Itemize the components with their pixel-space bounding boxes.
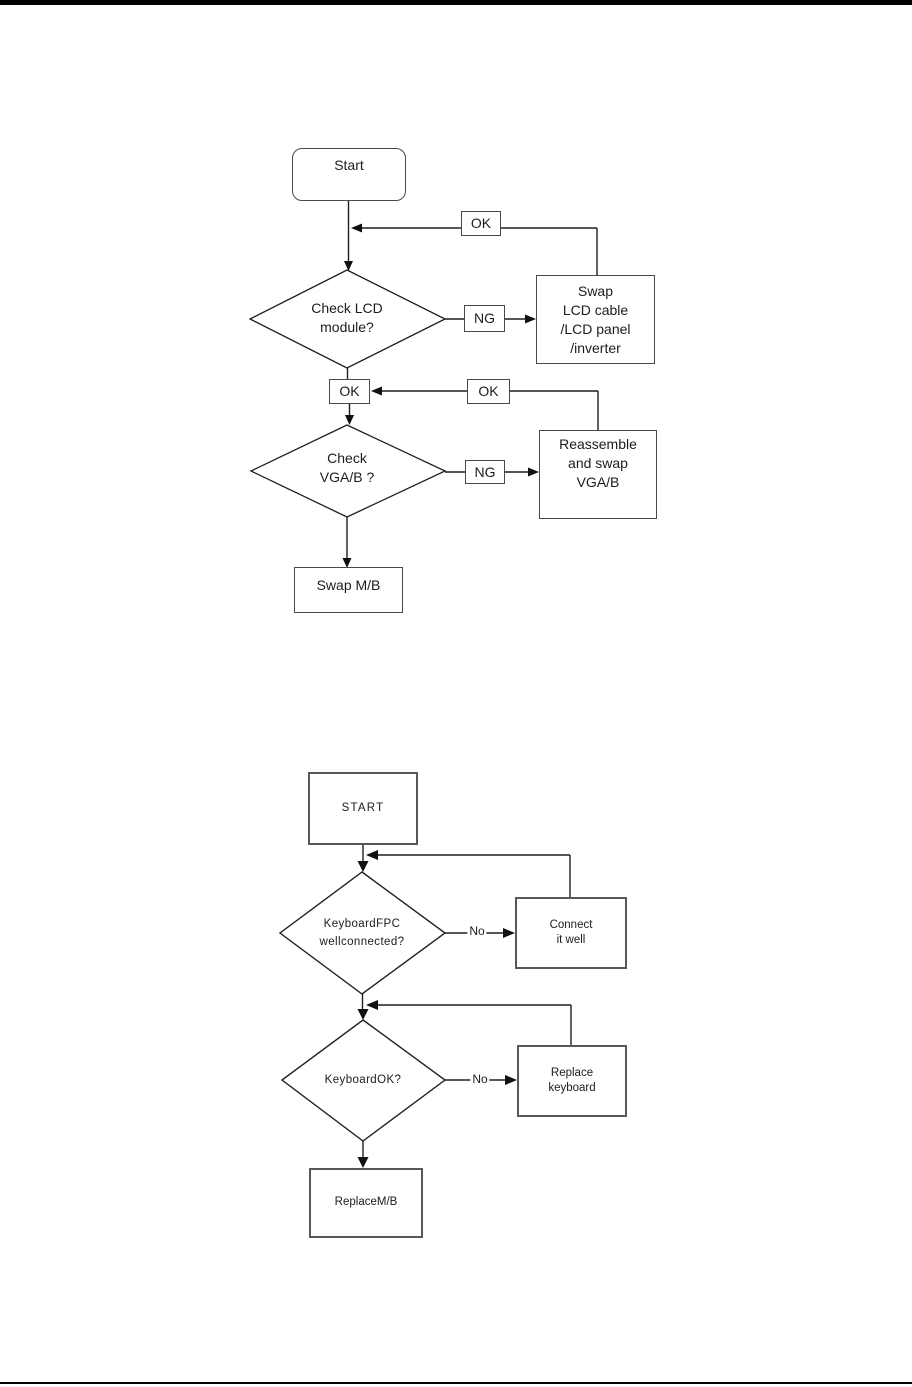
arrowhead-into-end2 [357, 1157, 369, 1168]
ok-loop-label-box: OK [461, 211, 501, 236]
decision4-diamond [280, 1019, 447, 1142]
action3-connect-box: Connect it well [515, 897, 627, 969]
action2-line1: Reassemble [559, 436, 637, 452]
decision1-diamond [248, 269, 447, 369]
decision2-text: Check VGA/B ? [277, 449, 417, 487]
arrowhead-loop4-left [366, 1000, 378, 1010]
arrowhead-okloop2-left [371, 386, 382, 396]
decision4-line1: KeyboardOK? [324, 1074, 402, 1086]
action1-line1: Swap [577, 282, 614, 299]
end-node-replace-mb: ReplaceM/B [309, 1168, 423, 1238]
start-node-keyboard-label: START [341, 801, 385, 814]
page-top-bar [0, 0, 912, 5]
action2-line3: VGA/B [576, 474, 620, 490]
arrowhead-okloop-left [351, 223, 362, 233]
decision3-diamond [278, 871, 447, 995]
decision1-line1: Check LCD [311, 300, 383, 316]
arrowhead-into-replacekb [505, 1075, 517, 1085]
ng1-label: NG [474, 310, 495, 326]
action4-line2: keyboard [548, 1082, 596, 1094]
action3-line2: it well [556, 934, 586, 946]
ok-loop-label: OK [470, 215, 492, 231]
arrowhead-into-connect [503, 928, 515, 938]
start-node-lcd-label: Start [334, 157, 364, 173]
no1-label: No [467, 924, 487, 938]
end-node-replace-mb-label: ReplaceM/B [334, 1196, 398, 1209]
arrowhead-into-decision4 [357, 1009, 369, 1020]
decision2-line1: Check [327, 450, 367, 466]
end-node-swap-mb-label: Swap M/B [316, 576, 381, 593]
action3-line1: Connect [549, 918, 593, 931]
end-node-swap-mb: Swap M/B [294, 567, 403, 613]
arrowhead-into-decision2 [345, 415, 354, 425]
decision2-diamond [249, 424, 447, 518]
decision1-line2: module? [320, 319, 374, 335]
arrowhead-into-action1 [525, 314, 536, 324]
decision2-line2: VGA/B ? [319, 469, 375, 485]
decision3-text: KeyboardFPC wellconnected? [287, 915, 437, 951]
decision1-text: Check LCD module? [277, 299, 417, 337]
ok-left-label: OK [339, 383, 360, 399]
ok-left-label-box: OK [329, 379, 370, 404]
action1-line2: LCD cable [562, 301, 629, 318]
action2-line2: and swap [568, 455, 628, 471]
arrowhead-into-decision3 [357, 861, 369, 872]
action1-swap-lcd-box: Swap LCD cable /LCD panel /inverter [536, 275, 655, 364]
no2-label: No [470, 1072, 490, 1086]
decision4-text: KeyboardOK? [293, 1071, 433, 1089]
ng2-label: NG [474, 463, 496, 480]
arrowhead-into-decision1 [344, 261, 353, 271]
action4-line1: Replace [550, 1066, 594, 1079]
ng1-label-box: NG [464, 305, 505, 332]
action1-line4: /inverter [570, 339, 621, 356]
decision3-line1: KeyboardFPC [323, 918, 401, 930]
action2-reassemble-box: Reassemble and swap VGA/B [539, 430, 657, 519]
page-footer-rule [0, 1382, 912, 1384]
arrowhead-into-end1 [342, 558, 352, 568]
ng2-label-box: NG [465, 460, 505, 484]
arrowhead-loop3-left [366, 850, 378, 860]
ok-right-label: OK [478, 383, 499, 399]
start-node-keyboard: START [308, 772, 418, 845]
arrowhead-into-action2 [528, 467, 539, 477]
start-node-lcd: Start [292, 148, 406, 201]
ok-right-label-box: OK [467, 379, 510, 404]
action1-line3: /LCD panel [560, 320, 631, 337]
action4-replace-keyboard-box: Replace keyboard [517, 1045, 627, 1117]
decision3-line2: wellconnected? [319, 936, 405, 948]
